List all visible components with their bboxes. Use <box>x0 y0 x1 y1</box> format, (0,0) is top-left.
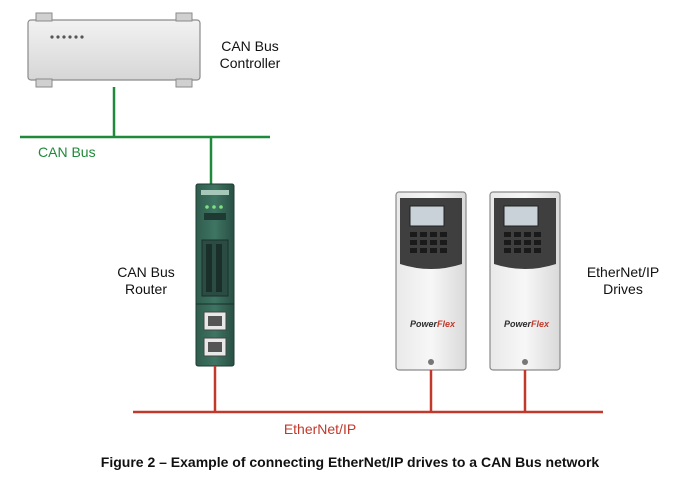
controller-label-line2: Controller <box>219 55 281 71</box>
drives-label: EtherNet/IP Drives <box>578 264 668 298</box>
router-label-line1: CAN Bus <box>117 264 175 280</box>
drives-label-line2: Drives <box>603 281 643 297</box>
ethernet-ip-label: EtherNet/IP <box>283 421 357 437</box>
drives-label-line1: EtherNet/IP <box>586 264 660 280</box>
drive-2-brand-label: PowerFlex <box>504 319 550 329</box>
can-bus-router-device <box>195 183 235 367</box>
can-bus-label: CAN Bus <box>38 144 96 160</box>
router-label-line2: Router <box>124 281 168 297</box>
router-label: CAN Bus Router <box>108 264 184 298</box>
figure-caption: Figure 2 – Example of connecting EtherNe… <box>100 454 600 470</box>
controller-label: CAN Bus Controller <box>212 38 288 72</box>
drive-1-brand-label: PowerFlex <box>410 319 456 329</box>
can-bus-line <box>20 87 270 184</box>
can-bus-controller-device <box>27 12 201 88</box>
ethernet-ip-line <box>133 366 603 414</box>
powerflex-drive-1 <box>395 191 467 371</box>
powerflex-drive-2 <box>489 191 561 371</box>
controller-label-line1: CAN Bus <box>221 38 279 54</box>
